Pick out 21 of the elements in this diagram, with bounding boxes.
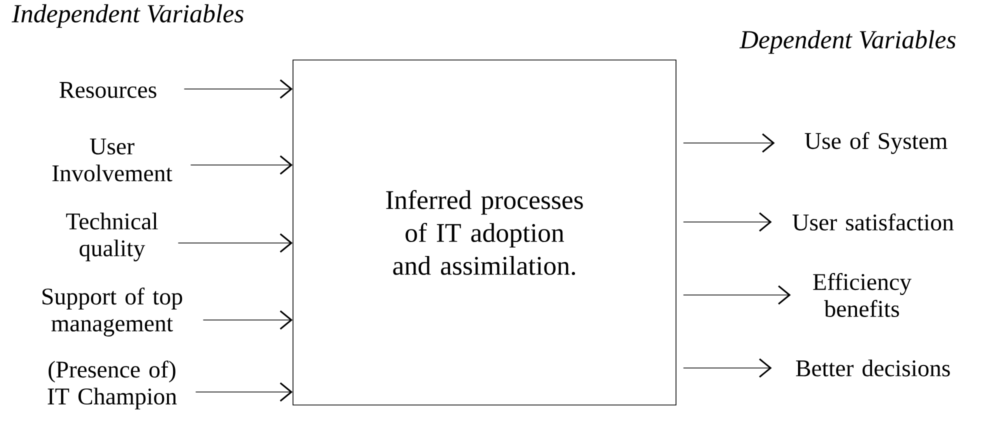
process-box: Inferred processes of IT adoption and assimilation.	[292, 60, 676, 406]
outcome-label: Use of System	[804, 132, 948, 154]
arrow	[195, 382, 293, 402]
outcome-label: User satisfaction	[792, 213, 954, 231]
arrow	[202, 310, 293, 330]
arrow	[683, 212, 772, 232]
outcome-label: Better decisions	[796, 360, 950, 376]
arrow	[190, 155, 293, 175]
east-heading: Dependent Variables	[739, 30, 956, 54]
variable-label: (Presence of) IT Champion	[48, 360, 177, 410]
variable-label: Resources	[60, 82, 156, 98]
variable-label: Technical quality	[66, 212, 158, 262]
arrow	[683, 133, 775, 153]
outcome-label: Efficiency benefits	[813, 273, 912, 317]
arrow	[683, 358, 772, 378]
arrow	[184, 79, 293, 99]
arrow	[178, 233, 293, 253]
arrow	[683, 285, 791, 305]
west-heading: Independent Variables	[12, 4, 244, 28]
variable-label: User Involvement	[52, 138, 172, 182]
variable-label: Support of top management	[42, 288, 182, 336]
